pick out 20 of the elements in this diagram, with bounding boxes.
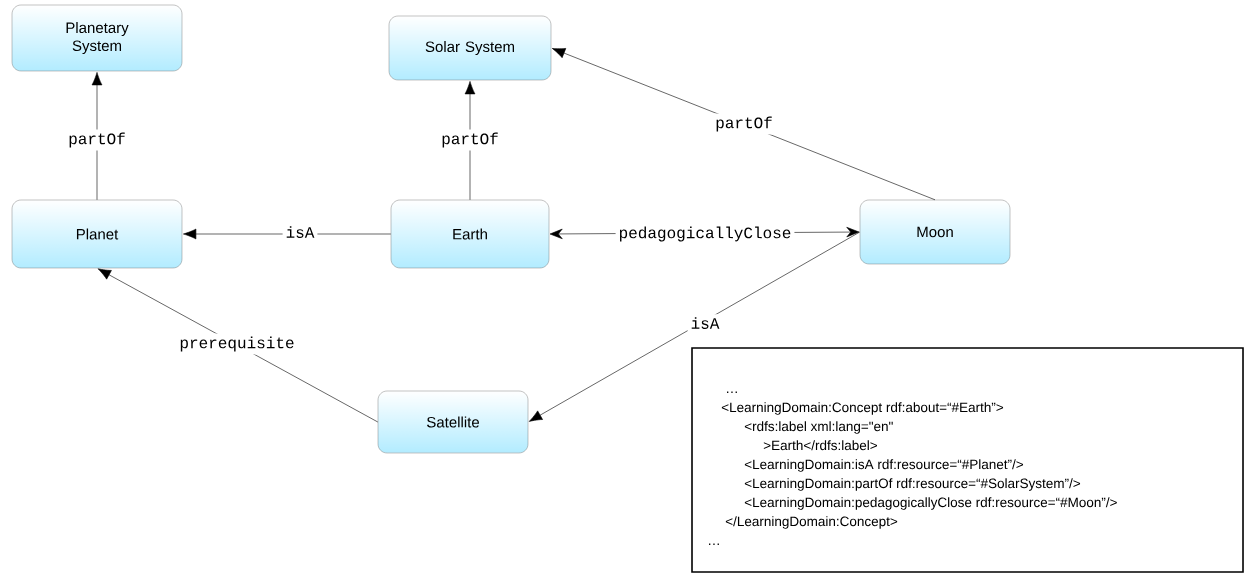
arrow bbox=[97, 268, 379, 423]
edge-label: partOf bbox=[65, 129, 129, 151]
edge-label: prerequisite bbox=[176, 333, 298, 355]
arrow bbox=[528, 231, 861, 422]
concept-box: Earth bbox=[390, 199, 550, 269]
arrow bbox=[464, 81, 476, 201]
concept-box: Planetary System bbox=[11, 4, 183, 72]
arrow bbox=[183, 228, 392, 240]
edge-label: partOf bbox=[438, 129, 502, 151]
concept-box: Planet bbox=[11, 199, 183, 269]
arrow bbox=[91, 72, 103, 201]
edge-label: isA bbox=[687, 314, 723, 332]
code-box: … <LearningDomain:Concept rdf:about=“#Earth”> <rdfs:label xml:lang="en" >Earth</rdfs:label> <LearningDomain:isA rdf:resource=“#Planet”/> <LearningDomain:partOf rdf:resource=“#SolarSystem”/> <LearningDomain:pedagogicallyClose rdf:resource=“#Moon”/> </LearningDomain:Concept> … bbox=[691, 347, 1244, 573]
arrow bbox=[552, 48, 936, 201]
concept-box: Moon bbox=[859, 199, 1011, 265]
concept-box: Satellite bbox=[377, 390, 529, 454]
edge-label: pedagogicallyClose bbox=[615, 223, 795, 245]
concept-box: Solar System bbox=[388, 15, 552, 81]
edge-label: isA bbox=[282, 223, 318, 241]
edge-label: partOf bbox=[712, 113, 776, 135]
